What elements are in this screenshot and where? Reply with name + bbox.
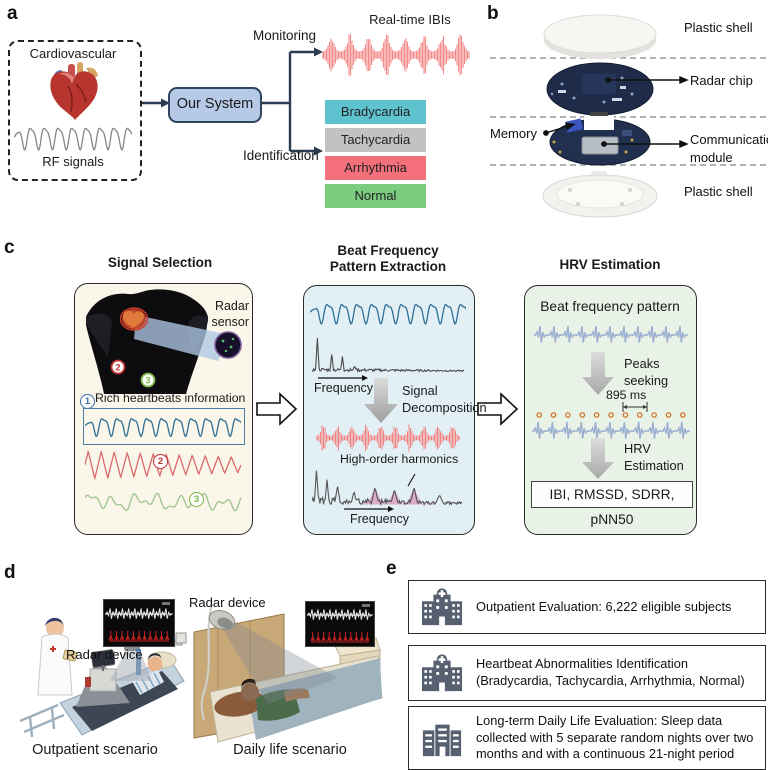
harmonics-label: High-order harmonics: [340, 452, 459, 466]
rf-signals-label: RF signals: [42, 154, 104, 169]
comm-pcb-graphic: [549, 116, 651, 166]
class-normal: Normal: [325, 184, 426, 208]
label-plastic-shell-top: Plastic shell: [684, 20, 753, 35]
eval-box-3: Long-term Daily Life Evaluation: Sleep d…: [408, 706, 766, 770]
our-system-box: Our System: [168, 87, 262, 123]
monitor-screen-left: [103, 599, 175, 647]
hospital-icon: [421, 654, 463, 692]
decomposition-label: Signal Decomposition: [402, 383, 487, 415]
peaks-seeking-label: Peaks seeking: [624, 356, 669, 388]
beat-pattern-waveform: [316, 424, 460, 452]
eval-text-3: Long-term Daily Life Evaluation: Sleep d…: [476, 713, 754, 762]
interval-label: 895 ms: [606, 388, 647, 402]
hrv-metrics-box: IBI, RMSSD, SDRR, pNN50: [531, 481, 693, 527]
selected-signal-frame: [83, 408, 245, 445]
building-icon: [422, 724, 462, 757]
svg-text:2: 2: [115, 363, 120, 373]
monitor-screen-right: [305, 601, 375, 647]
hrv-comb-1: [534, 325, 688, 343]
beat-pattern-label: Beat frequency pattern: [540, 299, 680, 314]
stage1-title: Signal Selection: [107, 255, 213, 270]
marker-3: 3: [189, 487, 204, 507]
marker-1: 1: [80, 394, 95, 409]
torso-radar-illustration: 2 3: [86, 289, 242, 394]
signal-3-waveform: [85, 492, 241, 512]
radar-sensor-label: Radar sensor: [211, 299, 249, 330]
eval-text-1: Outpatient Evaluation: 6,222 eligible su…: [476, 598, 732, 614]
cardiovascular-title: Cardiovascular: [29, 46, 117, 61]
class-arrhythmia: Arrhythmia: [325, 156, 426, 180]
eval-box-2: Heartbeat Abnormalities Identification (…: [408, 645, 766, 701]
realtime-ibi-waveform: [322, 34, 470, 76]
rich-info-text: Rich heartbeats information: [95, 391, 246, 405]
identification-label: Identification: [243, 148, 319, 163]
panel-label-a: a: [7, 3, 18, 24]
hrv-estimation-arrow: [582, 438, 614, 479]
label-memory: Memory: [490, 126, 537, 141]
raw-signal-waveform: [310, 303, 466, 325]
marker-2: 2: [153, 449, 168, 469]
daily-life-scene: [193, 603, 383, 743]
frequency-axis-arrow-2: [344, 506, 394, 512]
eval-box-1: Outpatient Evaluation: 6,222 eligible su…: [408, 580, 766, 634]
flow-arrow-2: [477, 392, 519, 426]
eval-text-2: Heartbeat Abnormalities Identification (…: [476, 656, 745, 688]
stage3-title: HRV Estimation: [559, 257, 661, 272]
monitoring-label: Monitoring: [253, 28, 317, 43]
frequency-label-1: Frequency: [314, 381, 374, 395]
panel-label-d: d: [4, 562, 16, 583]
radar-pcb-graphic: [546, 62, 654, 117]
outpatient-caption: Outpatient scenario: [32, 742, 158, 758]
panel-label-b: b: [487, 3, 499, 24]
top-shell-graphic: [543, 14, 657, 59]
daily-life-caption: Daily life scenario: [233, 742, 347, 758]
hrv-comb-2: [532, 412, 690, 439]
realtime-ibis-label: Real-time IBIs: [369, 12, 451, 27]
hrv-estimation-label: HRV Estimation: [624, 441, 684, 473]
peaks-seeking-arrow: [582, 352, 614, 395]
panel-label-e: e: [386, 558, 397, 579]
frequency-axis-arrow-1: [318, 375, 368, 381]
label-radar-chip: Radar chip: [690, 73, 753, 88]
panel-label-c: c: [4, 237, 15, 258]
spectrum-2: [312, 470, 462, 506]
panel-a-connectors: [141, 47, 323, 156]
device-exploded-view: [490, 14, 768, 218]
stage2-title: Beat Frequency Pattern Extraction: [329, 243, 447, 274]
radar-device-label-right: Radar device: [189, 595, 266, 610]
label-comm-module: Communication module: [690, 132, 768, 165]
interval-measure: [622, 402, 648, 412]
rf-waveform: [14, 127, 132, 151]
cardiovascular-input-box: [8, 40, 142, 181]
class-bradycardia: Bradycardia: [325, 100, 426, 124]
class-tachycardia: Tachycardia: [325, 128, 426, 152]
bottom-shell-graphic: [542, 171, 658, 218]
flow-arrow-1: [256, 392, 298, 426]
svg-text:3: 3: [145, 376, 150, 386]
decomposition-arrow: [364, 378, 398, 423]
frequency-label-2: Frequency: [350, 512, 410, 526]
heart-illustration: [50, 62, 98, 120]
hospital-icon: [421, 588, 463, 626]
radar-device-label-left: Radar device: [66, 647, 143, 662]
spectrum-1: [312, 338, 464, 373]
signal-1-waveform: [85, 417, 241, 438]
label-plastic-shell-bottom: Plastic shell: [684, 184, 753, 199]
